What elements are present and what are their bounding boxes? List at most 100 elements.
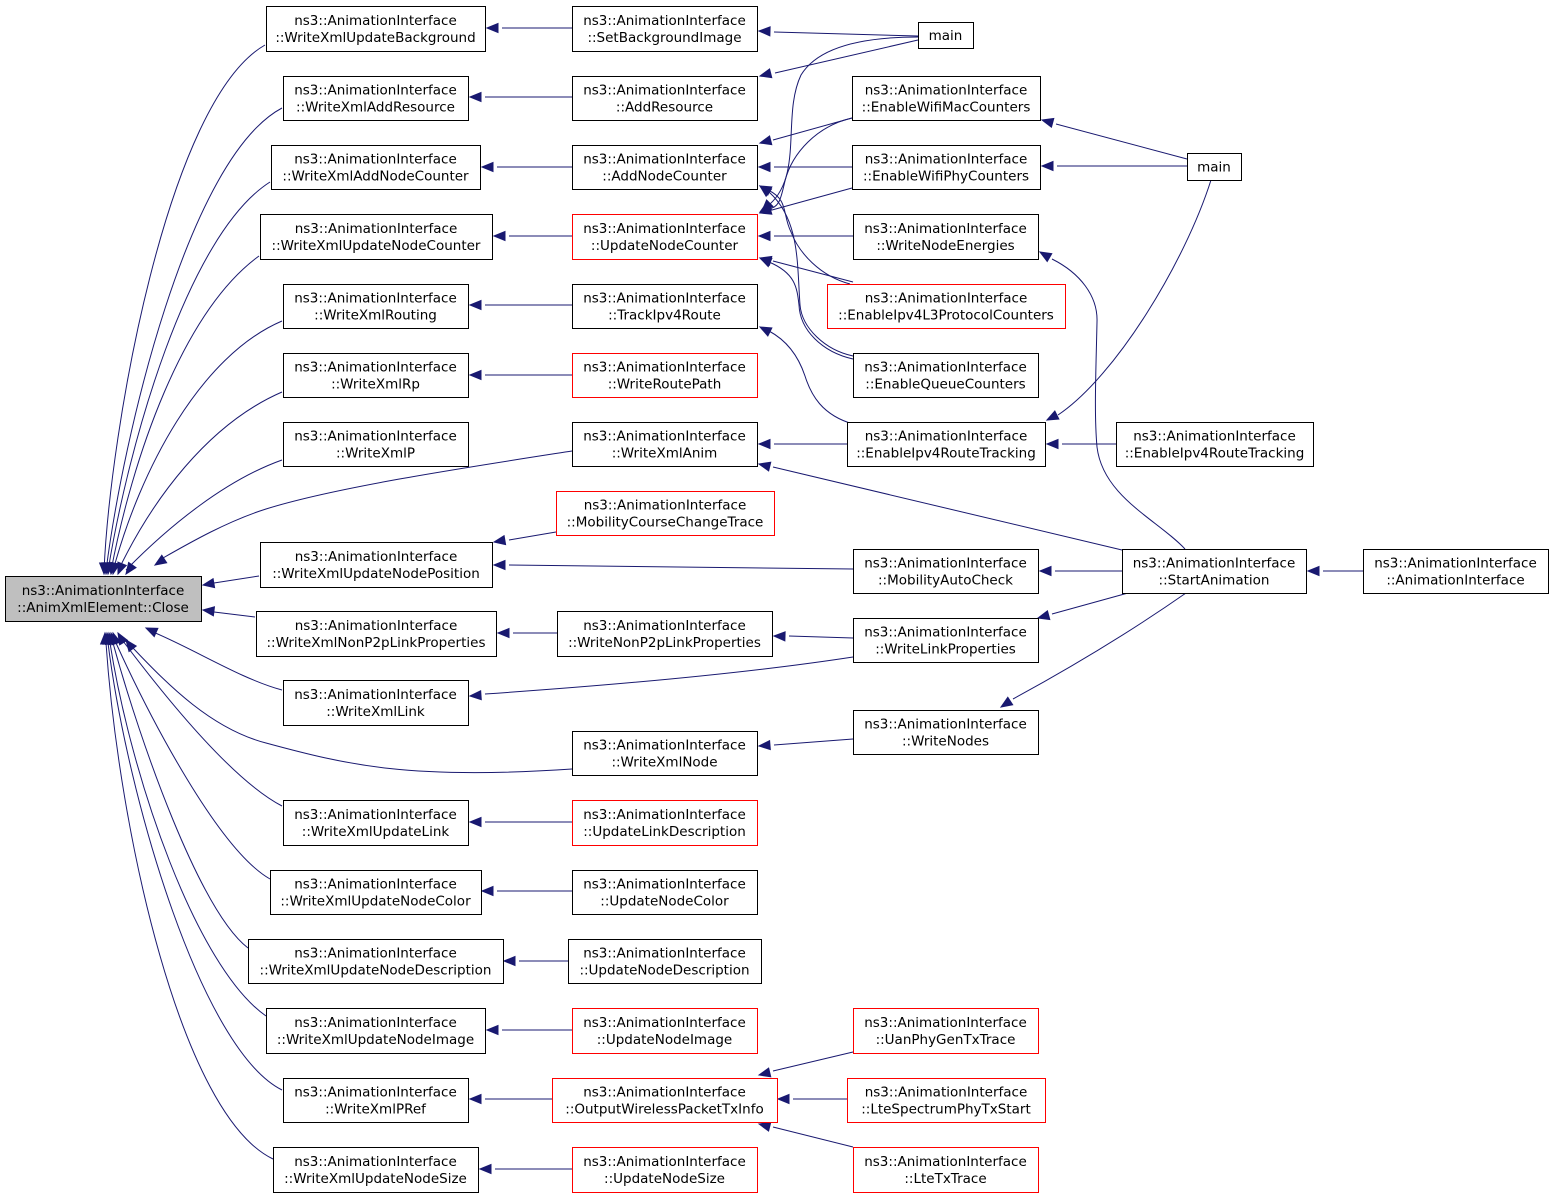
node-enWifiMac[interactable]: ns3::AnimationInterface::EnableWifiMacCo…: [852, 76, 1041, 121]
node-main2[interactable]: main: [1187, 153, 1242, 181]
node-enIpv4L3[interactable]: ns3::AnimationInterface::EnableIpv4L3Pro…: [827, 284, 1066, 329]
node-wxRouting[interactable]: ns3::AnimationInterface::WriteXmlRouting: [283, 284, 469, 329]
edge-line: [213, 611, 256, 618]
edge-wNodeEn-to-updNC: [757, 230, 853, 242]
node-trackIpv4[interactable]: ns3::AnimationInterface::TrackIpv4Route: [572, 284, 758, 329]
node-wxNonP2p[interactable]: ns3::AnimationInterface::WriteXmlNonP2pL…: [256, 611, 497, 657]
node-box: [256, 611, 497, 657]
node-addRes[interactable]: ns3::AnimationInterface::AddResource: [572, 76, 758, 121]
node-label-line-1: ns3::AnimationInterface: [1133, 429, 1296, 445]
edge-line: [1051, 258, 1186, 550]
edge-line: [117, 391, 283, 572]
node-enIpv4RT[interactable]: ns3::AnimationInterface::EnableIpv4Route…: [847, 422, 1046, 467]
edge-line: [774, 39, 919, 74]
edge-trackIpv4-to-wxRouting: [468, 299, 572, 311]
node-updNImg[interactable]: ns3::AnimationInterface::UpdateNodeImage: [572, 1008, 758, 1054]
node-lteSpec[interactable]: ns3::AnimationInterface::LteSpectrumPhyT…: [847, 1078, 1046, 1123]
node-setBg[interactable]: ns3::AnimationInterface::SetBackgroundIm…: [572, 6, 758, 52]
edge-line: [768, 261, 854, 360]
arrowhead-icon: [468, 689, 482, 701]
node-wxNode[interactable]: ns3::AnimationInterface::WriteXmlNode: [572, 731, 758, 776]
node-uanPhy[interactable]: ns3::AnimationInterface::UanPhyGenTxTrac…: [853, 1008, 1039, 1054]
edge-line: [105, 642, 274, 1160]
arrowhead-icon: [468, 299, 482, 311]
node-wxUpdNC[interactable]: ns3::AnimationInterface::WriteXmlUpdateN…: [260, 214, 493, 260]
node-label-line-2: ::WriteXmlUpdateNodeDescription: [260, 963, 492, 979]
node-label-line-2: ::AnimationInterface: [1386, 573, 1524, 589]
arrowhead-icon: [999, 696, 1014, 708]
node-box: [572, 284, 758, 329]
node-mobCourse[interactable]: ns3::AnimationInterface::MobilityCourseC…: [556, 491, 775, 536]
node-wRoutePath[interactable]: ns3::AnimationInterface::WriteRoutePath: [572, 353, 758, 398]
edge-line: [1057, 179, 1212, 416]
arrowhead-icon: [478, 1163, 492, 1175]
edge-startAnim-to-wNodes: [999, 592, 1187, 708]
arrowhead-icon: [201, 606, 216, 617]
edge-line: [508, 531, 557, 541]
node-wxAddRes[interactable]: ns3::AnimationInterface::WriteXmlAddReso…: [283, 76, 469, 121]
node-box: [847, 422, 1046, 467]
node-enQueue[interactable]: ns3::AnimationInterface::EnableQueueCoun…: [853, 353, 1039, 398]
node-wxUpdNP[interactable]: ns3::AnimationInterface::WriteXmlUpdateN…: [260, 542, 493, 588]
node-enIpv4RT2[interactable]: ns3::AnimationInterface::EnableIpv4Route…: [1116, 422, 1314, 467]
node-updNDesc[interactable]: ns3::AnimationInterface::UpdateNodeDescr…: [568, 939, 762, 984]
node-outWPkt[interactable]: ns3::AnimationInterface::OutputWirelessP…: [552, 1078, 778, 1123]
node-wxAnim[interactable]: ns3::AnimationInterface::WriteXmlAnim: [572, 422, 758, 467]
node-wLinkProps[interactable]: ns3::AnimationInterface::WriteLinkProper…: [853, 618, 1039, 663]
node-wNonP2p[interactable]: ns3::AnimationInterface::WriteNonP2pLink…: [557, 611, 773, 657]
node-label-line-2: ::EnableQueueCounters: [865, 377, 1025, 393]
node-enWifiPhy[interactable]: ns3::AnimationInterface::EnableWifiPhyCo…: [852, 145, 1041, 190]
node-addNC[interactable]: ns3::AnimationInterface::AddNodeCounter: [572, 145, 758, 190]
node-label-line-1: ns3::AnimationInterface: [865, 429, 1028, 445]
node-wxPRef[interactable]: ns3::AnimationInterface::WriteXmlPRef: [283, 1078, 469, 1123]
node-label-line-1: ns3::AnimationInterface: [864, 1154, 1027, 1170]
node-label-line-1: ns3::AnimationInterface: [294, 687, 457, 703]
node-label-line-1: ns3::AnimationInterface: [294, 1085, 457, 1101]
node-lteTx[interactable]: ns3::AnimationInterface::LteTxTrace: [853, 1147, 1039, 1193]
arrowhead-icon: [117, 561, 128, 576]
node-box: [853, 353, 1039, 398]
node-box: [1116, 422, 1314, 467]
node-wxUpdLink[interactable]: ns3::AnimationInterface::WriteXmlUpdateL…: [283, 800, 469, 846]
node-label-line-2: ::UanPhyGenTxTrace: [876, 1032, 1016, 1048]
node-startAnim[interactable]: ns3::AnimationInterface::StartAnimation: [1122, 549, 1307, 594]
edge-line: [112, 320, 283, 572]
node-wNodeEn[interactable]: ns3::AnimationInterface::WriteNodeEnergi…: [853, 214, 1039, 260]
node-wNodes[interactable]: ns3::AnimationInterface::WriteNodes: [853, 710, 1039, 755]
node-root[interactable]: ns3::AnimationInterface::AnimXmlElement:…: [5, 576, 202, 622]
node-box: [572, 870, 758, 915]
node-label-line-2: ::UpdateNodeDescription: [579, 963, 749, 979]
node-updNC[interactable]: ns3::AnimationInterface::UpdateNodeCount…: [572, 214, 758, 260]
node-label-line-1: main: [1197, 160, 1231, 176]
node-wxUpdNSize[interactable]: ns3::AnimationInterface::WriteXmlUpdateN…: [273, 1147, 479, 1193]
arrowhead-icon: [1038, 565, 1052, 577]
node-label-line-2: ::AddNodeCounter: [602, 169, 727, 185]
edge-main1-to-setBg: [757, 26, 919, 37]
node-label-line-1: ns3::AnimationInterface: [865, 152, 1028, 168]
node-updNCol[interactable]: ns3::AnimationInterface::UpdateNodeColor: [572, 870, 758, 915]
node-wxUpdBg[interactable]: ns3::AnimationInterface::WriteXmlUpdateB…: [266, 6, 486, 52]
node-wxUpdNCol[interactable]: ns3::AnimationInterface::WriteXmlUpdateN…: [270, 870, 482, 915]
node-box: [853, 618, 1039, 663]
node-label-line-1: ns3::AnimationInterface: [22, 583, 185, 599]
arrowhead-icon: [480, 161, 494, 173]
node-updNSize[interactable]: ns3::AnimationInterface::UpdateNodeSize: [572, 1147, 758, 1193]
node-label-line-2: ::MobilityAutoCheck: [878, 573, 1013, 589]
node-wxAddNC[interactable]: ns3::AnimationInterface::WriteXmlAddNode…: [271, 145, 481, 190]
node-wxUpdNDesc[interactable]: ns3::AnimationInterface::WriteXmlUpdateN…: [248, 939, 504, 984]
node-label-line-1: ns3::AnimationInterface: [294, 429, 457, 445]
node-label-line-1: ns3::AnimationInterface: [294, 83, 457, 99]
node-box: [283, 284, 469, 329]
node-box: [266, 1008, 486, 1054]
node-animIface[interactable]: ns3::AnimationInterface::AnimationInterf…: [1363, 549, 1549, 594]
node-wxUpdNImg[interactable]: ns3::AnimationInterface::WriteXmlUpdateN…: [266, 1008, 486, 1054]
node-label-line-1: ns3::AnimationInterface: [583, 807, 746, 823]
node-label-line-2: ::WriteXmlNonP2pLinkProperties: [267, 635, 486, 651]
node-mobAuto[interactable]: ns3::AnimationInterface::MobilityAutoChe…: [853, 549, 1039, 594]
node-updLinkDesc[interactable]: ns3::AnimationInterface::UpdateLinkDescr…: [572, 800, 758, 846]
node-box: [853, 1147, 1039, 1193]
node-main1[interactable]: main: [918, 22, 974, 49]
node-wxLink[interactable]: ns3::AnimationInterface::WriteXmlLink: [283, 680, 469, 726]
node-wxRp[interactable]: ns3::AnimationInterface::WriteXmlRp: [283, 353, 469, 398]
node-wxP[interactable]: ns3::AnimationInterface::WriteXmlP: [283, 422, 469, 467]
